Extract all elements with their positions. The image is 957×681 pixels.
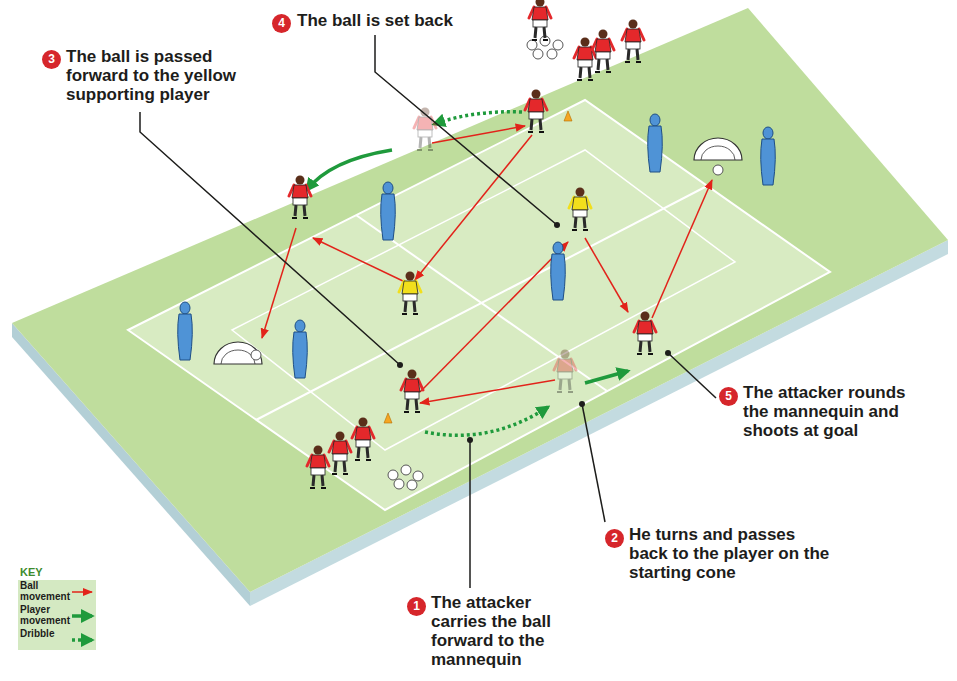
legend-row: Player movement [18,604,96,628]
goals [214,138,742,364]
dribble-arrows [425,112,548,436]
legend-title: KEY [20,566,43,578]
callout-number: 2 [605,529,624,548]
callout-number: 3 [42,50,61,69]
legend-text: Dribble [20,628,68,639]
callout-text: The ball is set back [297,11,453,30]
legend-row: Ball movement [18,580,96,604]
leader-lines [140,35,716,588]
players [289,0,656,488]
callout-text: He turns and passes back to the player o… [629,525,834,582]
player-movement-arrows [307,150,628,383]
callout-text: The ball is passed forward to the yellow… [66,47,266,104]
legend-row: Dribble [18,628,96,650]
callout-number: 1 [407,597,426,616]
leader-dots [397,222,671,443]
callout-text: The attacker rounds the mannequin and sh… [743,383,933,440]
legend-text: Ball movement [20,580,68,602]
legend-text: Player movement [20,604,68,626]
callout-text: The attacker carries the ball forward to… [431,593,581,669]
ball-movement-arrows [262,126,712,403]
pitch [12,8,948,606]
callout-number: 4 [272,14,291,33]
callout-number: 5 [719,387,738,406]
